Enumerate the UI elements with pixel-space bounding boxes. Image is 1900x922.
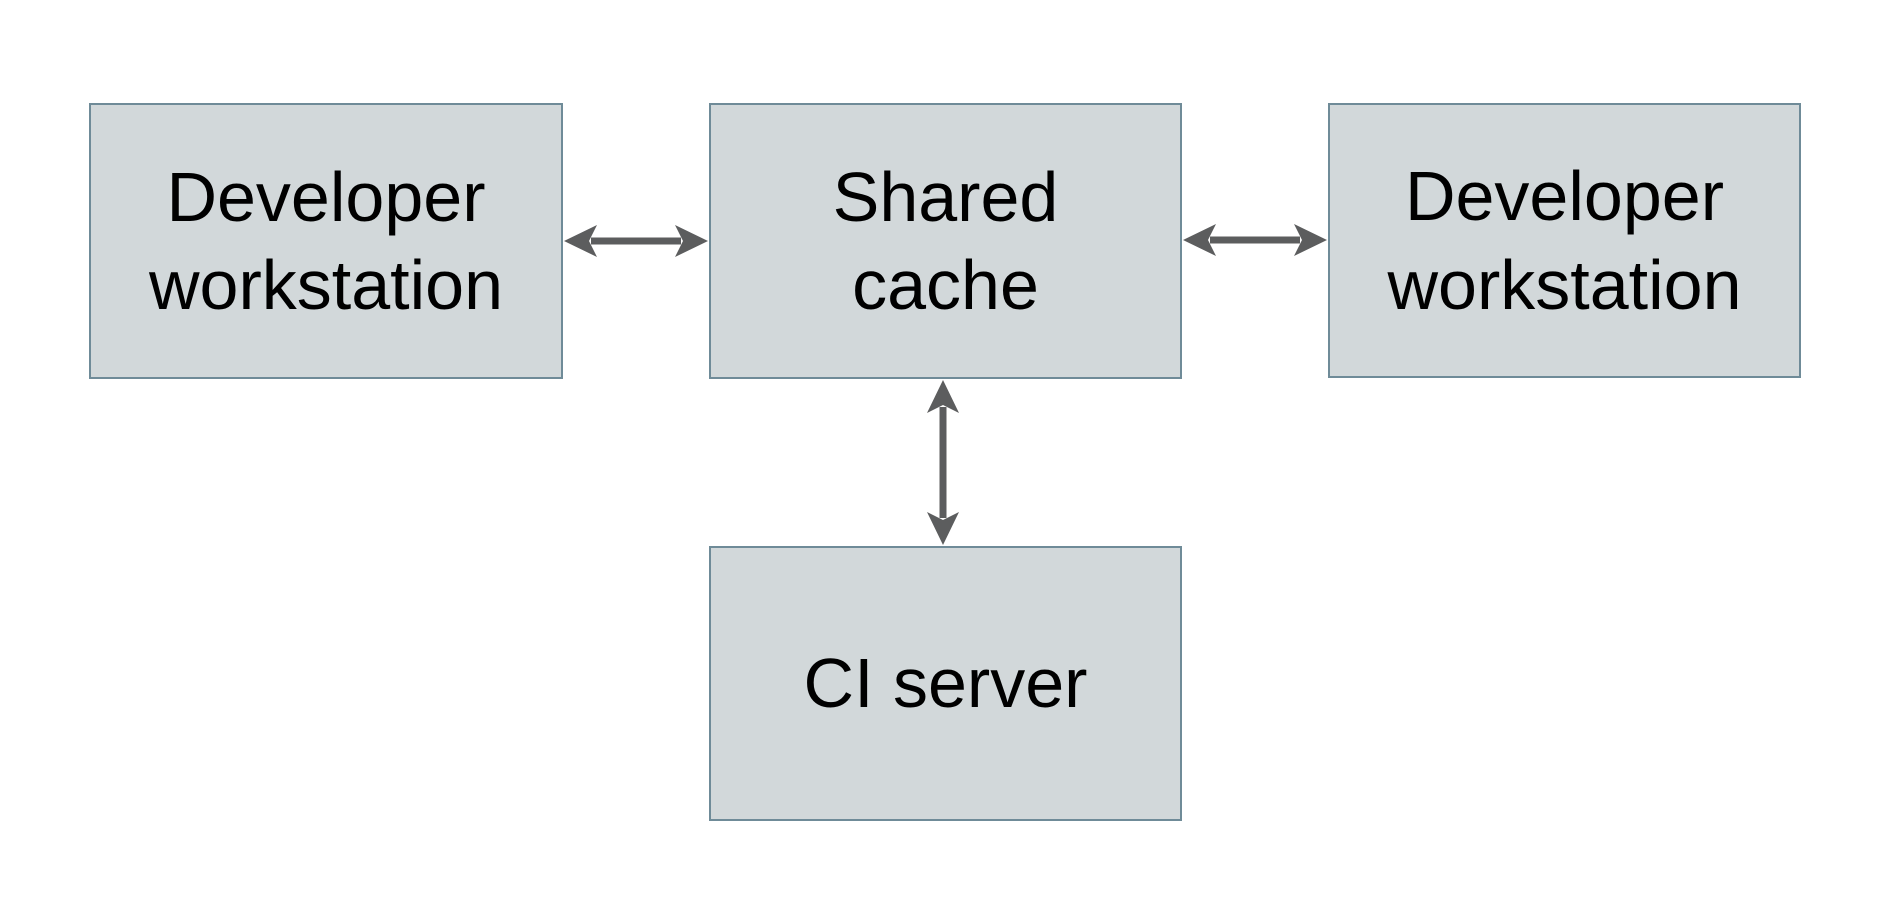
node-ci-server: CI server — [709, 546, 1182, 821]
bidirectional-arrow-left-workstation-cache — [564, 225, 708, 257]
node-developer-workstation-left: Developer workstation — [89, 103, 563, 379]
arrowhead-down-icon — [927, 512, 959, 545]
bidirectional-arrow-cache-workstation-right — [1183, 224, 1327, 256]
bidirectional-arrow-cache-ciserver — [927, 380, 959, 545]
arrowhead-up-icon — [927, 380, 959, 413]
node-developer-workstation-right: Developer workstation — [1328, 103, 1801, 378]
arrowhead-right-icon — [675, 225, 708, 257]
node-label: Developer workstation — [148, 157, 504, 324]
arrowhead-right-icon — [1294, 224, 1327, 256]
node-label: Developer workstation — [1387, 157, 1742, 324]
node-shared-cache: Shared cache — [709, 103, 1182, 379]
node-label: Shared cache — [832, 157, 1059, 324]
node-label: CI server — [803, 644, 1088, 723]
arrowhead-left-icon — [1183, 224, 1216, 256]
arrowhead-left-icon — [564, 225, 597, 257]
